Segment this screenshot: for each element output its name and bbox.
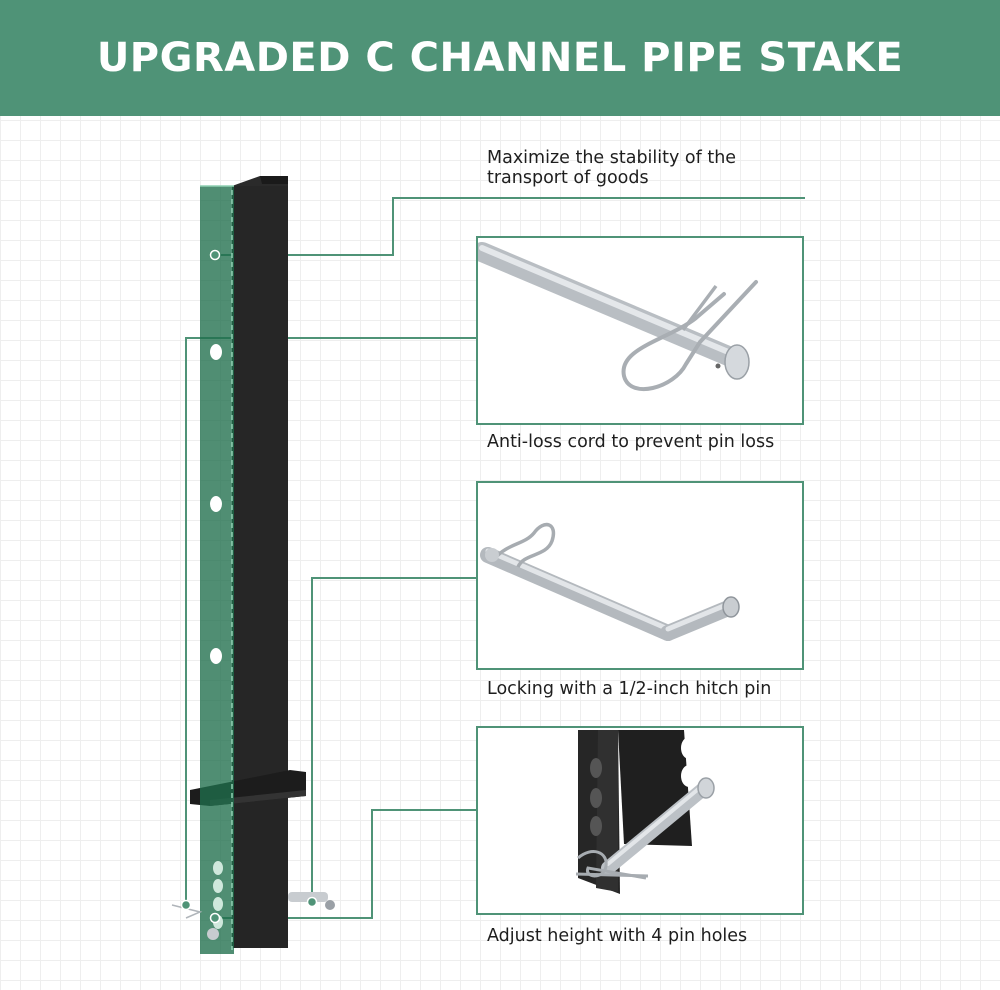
callout-line-stability [215, 197, 805, 256]
caption-pin-holes: Adjust height with 4 pin holes [487, 926, 748, 946]
page-title: UPGRADED C CHANNEL PIPE STAKE [96, 35, 904, 81]
callout-line-cord [185, 337, 477, 905]
callout-dots [180, 249, 318, 924]
stake-hitch-pin [288, 892, 328, 902]
callout-line-pin-holes [215, 809, 477, 919]
stake-face [232, 186, 288, 806]
pin-holes-illustration [575, 730, 715, 894]
caption-anti-loss: Anti-loss cord to prevent pin loss [487, 432, 775, 452]
caption-stability-line1: Maximize the stability of the [487, 148, 737, 168]
panel-anti-loss [476, 236, 804, 425]
caption-stability: Maximize the stability of the transport … [487, 148, 736, 188]
callout-line-hitch-pin [311, 577, 477, 902]
hitch-pin-clip-illustration [478, 242, 758, 392]
callout-lines [185, 197, 805, 919]
caption-stability-line2: transport of goods [487, 168, 649, 188]
header-banner: UPGRADED C CHANNEL PIPE STAKE [0, 0, 1000, 116]
stake-cutaway-overlay [200, 186, 234, 954]
stake-lower-tube [232, 800, 288, 948]
bent-hitch-pin-illustration [480, 522, 740, 641]
stake-holes [210, 344, 223, 929]
panel-hitch-pin [476, 481, 804, 670]
panel-pin-holes [476, 726, 804, 915]
caption-hitch-pin: Locking with a 1/2-inch hitch pin [487, 679, 772, 699]
